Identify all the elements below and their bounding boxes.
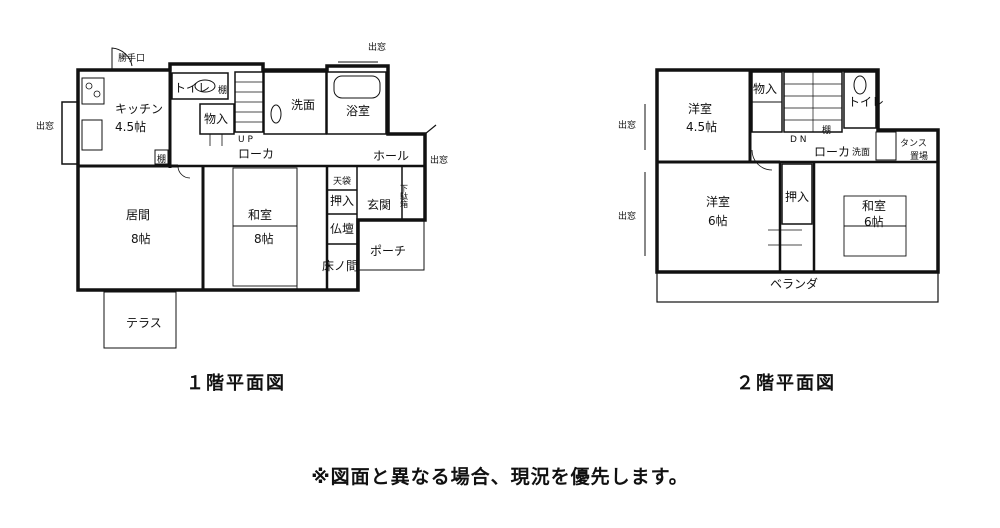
label-kitchen-size: 4.5帖 bbox=[115, 119, 146, 134]
f1-porch bbox=[357, 219, 425, 271]
label-back-door: 勝手口 bbox=[118, 52, 145, 64]
label-toilet: トイレ bbox=[174, 81, 210, 95]
floor-2-labels: 洋室 4.5帖 物入 トイレ 棚 D N ローカ 洗面 タンス 置場 洋室 6帖… bbox=[618, 82, 928, 291]
f2-veranda bbox=[656, 271, 939, 303]
f1-bay-window-left bbox=[61, 101, 79, 165]
floor-1-plan bbox=[61, 47, 437, 349]
label-f2-shelf: 棚 bbox=[822, 124, 831, 136]
label-porch: ポーチ bbox=[370, 244, 406, 258]
f1-back-door bbox=[111, 47, 133, 70]
label-alcove: 床ノ間 bbox=[322, 259, 358, 273]
floor-plans: 勝手口 キッチン 4.5帖 トイレ 棚 棚 物入 洗面 浴室 U P ローカ ホ… bbox=[36, 41, 940, 349]
label-japanese-room: 和室 bbox=[248, 207, 272, 222]
label-upper-closet: 天袋 bbox=[333, 175, 351, 187]
label-terrace: テラス bbox=[126, 316, 162, 330]
f2-outer-wall bbox=[655, 68, 940, 274]
label-window-top: 出窓 bbox=[368, 41, 386, 53]
label-f2-window-upper: 出窓 bbox=[618, 119, 636, 131]
label-shoe-box: 下駄箱 bbox=[400, 184, 409, 209]
label-entrance: 玄関 bbox=[367, 197, 391, 212]
label-f2-japanese-size: 6帖 bbox=[864, 214, 884, 229]
label-shelf-2: 棚 bbox=[157, 153, 166, 165]
label-western-b: 洋室 bbox=[706, 194, 730, 209]
label-living: 居間 bbox=[126, 208, 150, 222]
floor-1-labels: 勝手口 キッチン 4.5帖 トイレ 棚 棚 物入 洗面 浴室 U P ローカ ホ… bbox=[36, 41, 448, 330]
label-corridor: ローカ bbox=[238, 147, 274, 161]
label-western-a: 洋室 bbox=[688, 101, 712, 116]
label-f2-storage: 物入 bbox=[753, 82, 777, 96]
label-down: D N bbox=[790, 135, 807, 145]
label-f2-corridor: ローカ bbox=[814, 145, 850, 159]
label-washroom: 洗面 bbox=[291, 98, 315, 112]
label-storage: 物入 bbox=[204, 112, 228, 126]
f1-sink bbox=[81, 119, 103, 151]
label-closet: 押入 bbox=[330, 194, 354, 208]
f1-stove bbox=[81, 77, 105, 105]
label-up: U P bbox=[238, 135, 253, 145]
label-veranda: ベランダ bbox=[770, 276, 818, 291]
floor-2-caption: ２階平面図 bbox=[736, 373, 836, 394]
label-f2-washroom: 洗面 bbox=[852, 146, 870, 158]
label-wardrobe-2: 置場 bbox=[910, 150, 928, 162]
label-f2-toilet: トイレ bbox=[848, 95, 884, 109]
label-f2-japanese: 和室 bbox=[862, 198, 886, 213]
label-bathroom: 浴室 bbox=[346, 103, 370, 118]
label-japanese-size: 8帖 bbox=[254, 231, 274, 246]
disclaimer-note: ※図面と異なる場合、現況を優先します。 bbox=[311, 466, 689, 488]
label-hall: ホール bbox=[373, 149, 409, 163]
label-f2-window-lower: 出窓 bbox=[618, 210, 636, 222]
label-window-right: 出窓 bbox=[430, 154, 448, 166]
label-window-left: 出窓 bbox=[36, 120, 54, 132]
label-living-size: 8帖 bbox=[131, 231, 151, 246]
label-western-a-size: 4.5帖 bbox=[686, 119, 717, 134]
label-altar: 仏壇 bbox=[330, 221, 354, 236]
floor-1-caption: １階平面図 bbox=[186, 373, 286, 394]
f1-terrace bbox=[103, 291, 177, 349]
label-shelf-1: 棚 bbox=[218, 84, 227, 96]
floor-2-plan bbox=[644, 68, 940, 303]
label-western-b-size: 6帖 bbox=[708, 213, 728, 228]
label-f2-closet: 押入 bbox=[785, 190, 809, 204]
label-wardrobe: タンス bbox=[900, 138, 927, 149]
label-kitchen: キッチン bbox=[115, 102, 163, 116]
f1-bathtub bbox=[333, 75, 381, 99]
